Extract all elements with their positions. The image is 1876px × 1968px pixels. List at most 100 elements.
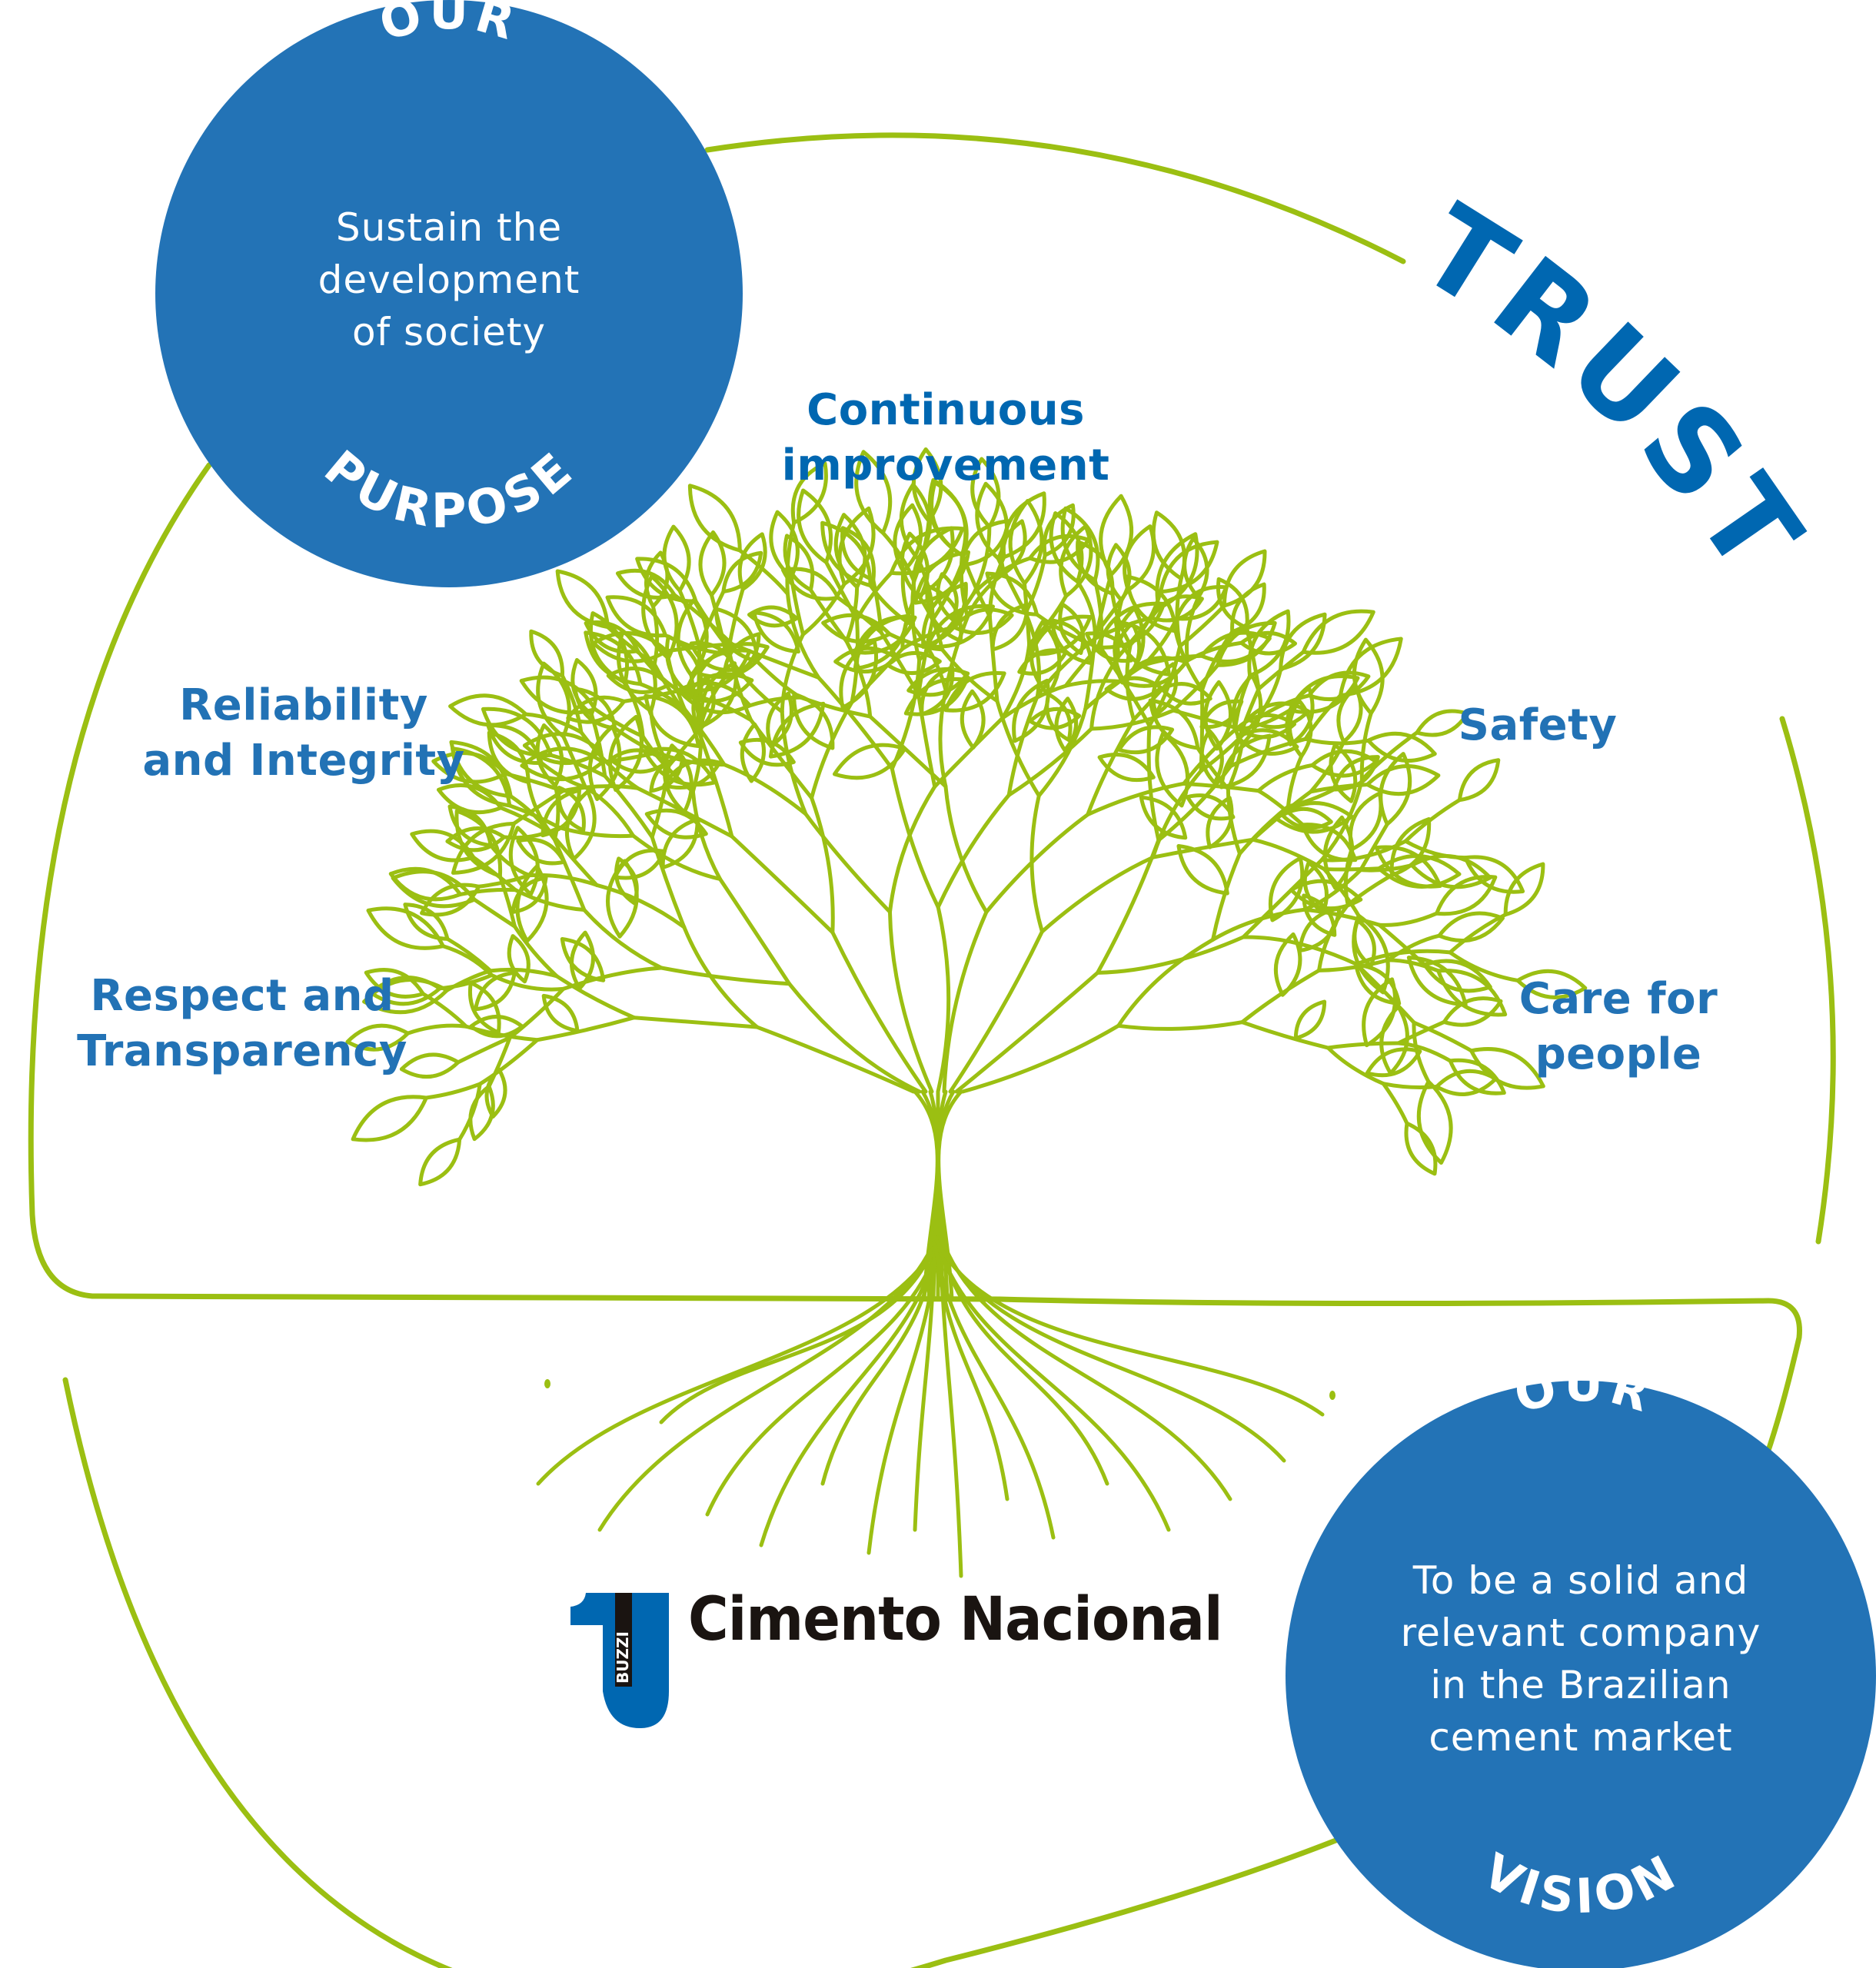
tree-branch: [940, 647, 1000, 703]
tree-leaf: [1222, 549, 1267, 608]
tree-root: [536, 1235, 943, 1486]
tree-leaf: [925, 583, 963, 643]
tree-branch: [1099, 646, 1152, 728]
tree-branch: [638, 682, 687, 712]
tree-leaf: [1117, 725, 1175, 755]
purpose-line: development: [318, 258, 580, 302]
tree-leaf: [1219, 733, 1272, 790]
tree-branch: [1377, 911, 1439, 927]
tree-branch: [406, 1023, 468, 1036]
tree-root: [659, 1235, 940, 1424]
tree-leaf: [1362, 977, 1397, 1048]
tree-leaf: [698, 530, 727, 597]
tree-branch: [1035, 612, 1103, 650]
tree-leaf: [687, 484, 742, 553]
tree-leaf: [1515, 969, 1588, 999]
tree-branch: [755, 659, 803, 700]
tree-leaf: [769, 510, 800, 580]
tree-leaf: [1389, 816, 1432, 877]
tree-branch: [755, 1025, 916, 1094]
value-line: Care for: [1518, 974, 1718, 1024]
tree-branch: [918, 596, 944, 652]
tree-leaf: [1045, 692, 1073, 743]
tree-branch: [632, 1016, 760, 1029]
tree-leaf: [1435, 875, 1498, 916]
tree-leaf: [833, 513, 867, 590]
tree-branch: [844, 639, 873, 719]
tree-leaf: [943, 670, 1006, 713]
tree-branch: [471, 855, 517, 893]
tree-leaf: [1289, 879, 1363, 911]
purpose-circle-bg: [155, 0, 743, 587]
tree-branch: [1345, 873, 1394, 907]
tree-branch: [817, 675, 894, 771]
tree-branch: [1403, 798, 1462, 843]
tree-leaf: [613, 848, 667, 880]
tree-branch: [535, 1016, 637, 1042]
vision-line: relevant company: [1400, 1611, 1761, 1655]
tree-leaf: [1139, 795, 1188, 840]
tree-root: [932, 1235, 1056, 1540]
tree-branch: [1175, 577, 1183, 649]
tree-leaf: [906, 667, 970, 697]
value-safety: Safety: [1415, 698, 1661, 753]
tree-branch: [987, 614, 1000, 703]
purpose-circle: OUR PURPOSE: [155, 0, 743, 587]
tree-leaf: [469, 1015, 524, 1039]
tree-leaf: [990, 602, 1029, 652]
tree-leaf: [1029, 614, 1093, 657]
tree-leaf: [570, 930, 595, 991]
tree-branch: [1083, 663, 1146, 711]
tree-branch: [1211, 851, 1242, 942]
tree-leaf: [663, 743, 694, 814]
tree-leaf: [1274, 801, 1354, 834]
tree-branch: [458, 887, 517, 896]
tree-branch: [507, 803, 562, 830]
tree-root: [933, 1235, 1325, 1417]
tree-leaf: [1442, 996, 1503, 1027]
tree-branch: [600, 750, 660, 764]
tree-branch: [487, 1036, 512, 1089]
tree-leaf: [832, 743, 907, 780]
tree-leaf: [740, 722, 766, 783]
tree-leaf: [541, 993, 580, 1033]
tree-branch: [1142, 653, 1204, 667]
purpose-line: Sustain the: [335, 205, 563, 250]
tree-branch: [561, 966, 664, 991]
tree-leaf: [1329, 743, 1358, 803]
tree-branch: [943, 615, 970, 693]
tree-branch: [1039, 855, 1156, 934]
tree-leaf: [431, 751, 508, 784]
tree-branch: [1241, 857, 1324, 939]
tree-branch: [424, 1082, 482, 1100]
logo-mark-band: [615, 1593, 632, 1687]
tree-branch: [1226, 786, 1242, 856]
logo-mark-text: BUZZI: [614, 1631, 632, 1684]
tree-leaf: [1379, 752, 1412, 826]
value-continuous-improvement: Continuous improvement: [753, 383, 1138, 494]
tree-branch: [441, 944, 494, 977]
tree-leaf: [684, 648, 752, 693]
value-line: and Integrity: [142, 736, 465, 786]
tree-leaf: [1042, 503, 1076, 557]
tree-branch: [1156, 763, 1233, 843]
tree-branch: [630, 833, 723, 881]
company-name: Cimento Nacional: [688, 1585, 1223, 1654]
tree-leaf: [677, 681, 752, 715]
tree-leaf: [516, 837, 567, 866]
tree-branch: [730, 834, 835, 935]
tree-branch: [511, 789, 565, 826]
tree-branch: [1029, 793, 1044, 934]
tree-branch: [1146, 723, 1161, 843]
tree-leaf: [737, 532, 767, 591]
tree-branch: [954, 970, 1100, 1094]
tree-branch: [787, 982, 922, 1094]
tree-leaf: [1298, 906, 1342, 953]
tree-branch: [1075, 580, 1097, 637]
tree-leaf: [1231, 673, 1263, 746]
tree-branch: [730, 642, 821, 680]
buzzi-1-logo-icon: BUZZI: [570, 1593, 669, 1729]
tree-leaf: [893, 503, 923, 573]
tree-branch: [868, 714, 948, 789]
